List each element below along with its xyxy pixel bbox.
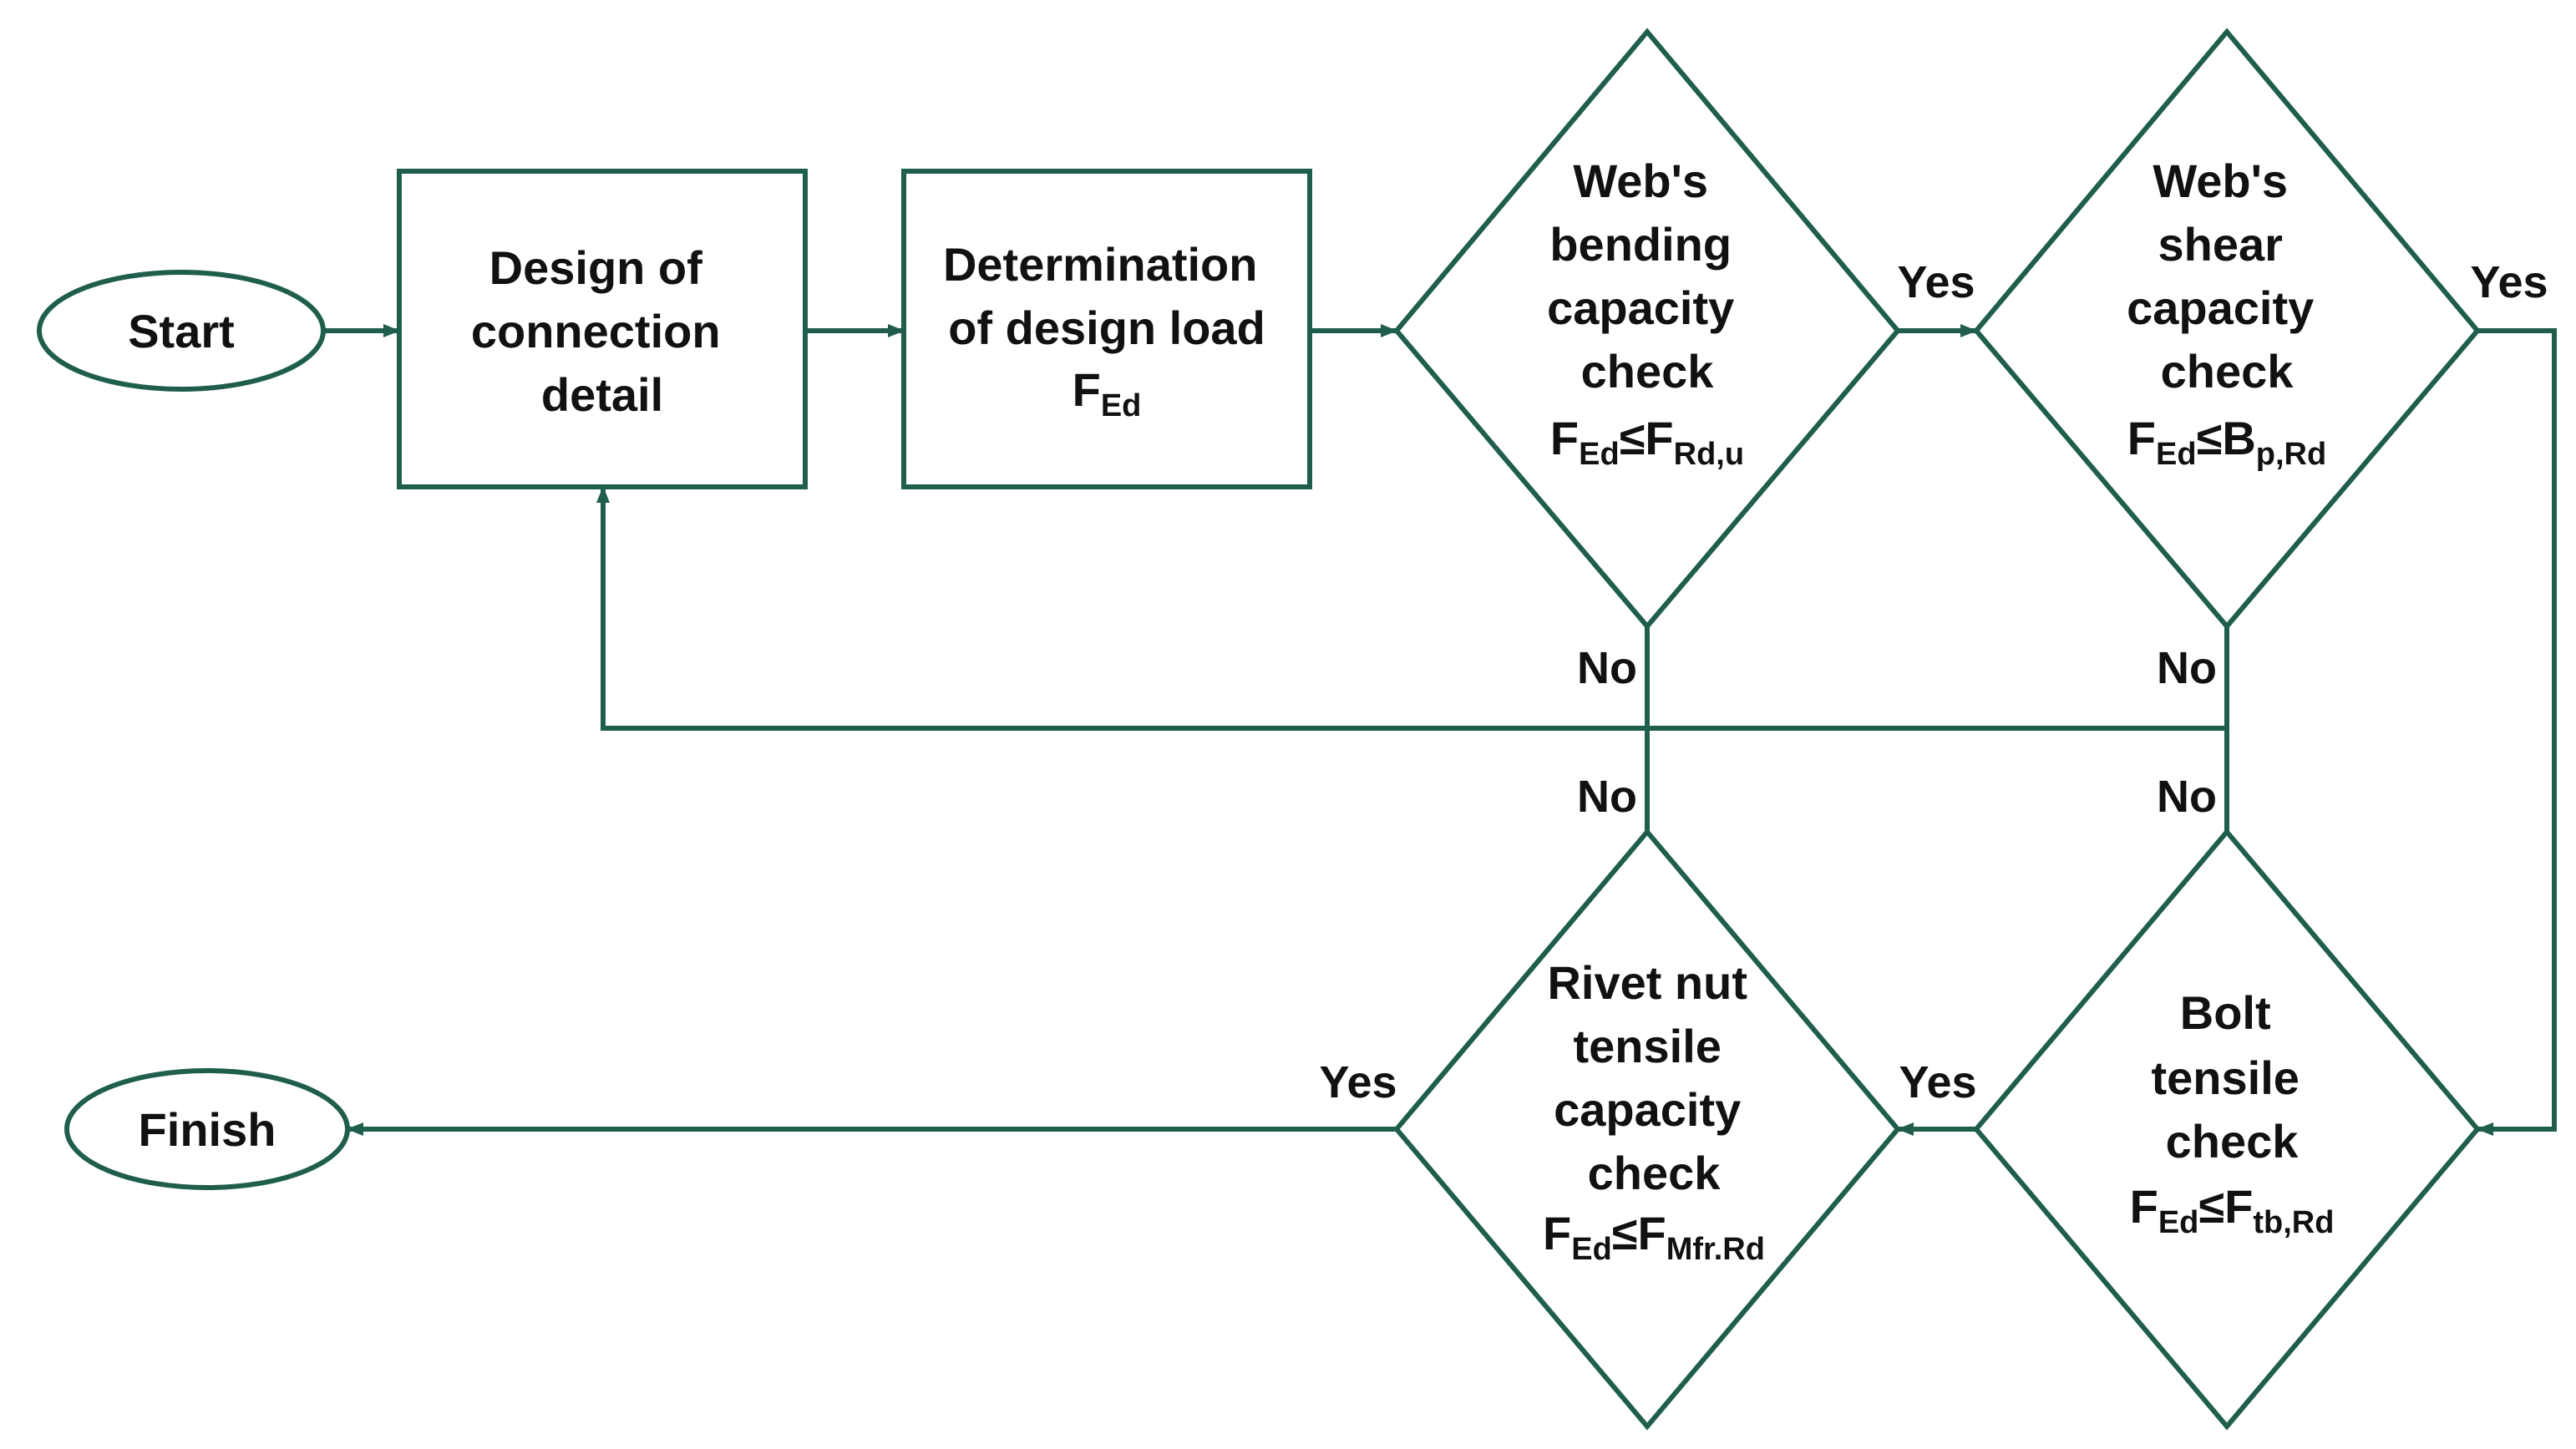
bolt-label: Bolt tensile check <box>2152 986 2313 1168</box>
design-label: Design of connection detail <box>471 241 733 421</box>
rivet-nut-formula: FEd≤FMfr.Rd <box>1543 1207 1765 1267</box>
bolt-yes-label: Yes <box>1899 1057 1976 1107</box>
bolt-no-label: No <box>2157 772 2217 822</box>
bending-yes-label: Yes <box>1897 257 1975 307</box>
load-symbol: FEd <box>1072 363 1142 423</box>
bending-no-label: No <box>1577 643 1637 693</box>
web-bending-label: Web's bending capacity check <box>1547 155 1747 398</box>
rivet-nut-node <box>1393 828 1901 1431</box>
edge-shear-bolt <box>2477 328 2557 1136</box>
load-label: Determination of design load <box>943 238 1270 354</box>
bolt-node <box>1973 828 2481 1431</box>
shear-yes-label: Yes <box>2470 257 2548 307</box>
finish-label: Finish <box>139 1103 276 1156</box>
rivet-yes-label: Yes <box>1319 1057 1397 1107</box>
rivet-nut-label: Rivet nut tensile capacity check <box>1547 956 1760 1199</box>
web-shear-formula: FEd≤Bp,Rd <box>2127 412 2326 472</box>
web-shear-label: Web's shear capacity check <box>2127 155 2327 398</box>
shear-no-label: No <box>2157 643 2217 693</box>
web-bending-formula: FEd≤FRd,u <box>1550 412 1744 472</box>
rivet-no-label: No <box>1577 772 1637 822</box>
start-label: Start <box>128 305 235 357</box>
bolt-formula: FEd≤Ftb,Rd <box>2130 1180 2335 1240</box>
edge-feedback <box>596 486 2227 731</box>
